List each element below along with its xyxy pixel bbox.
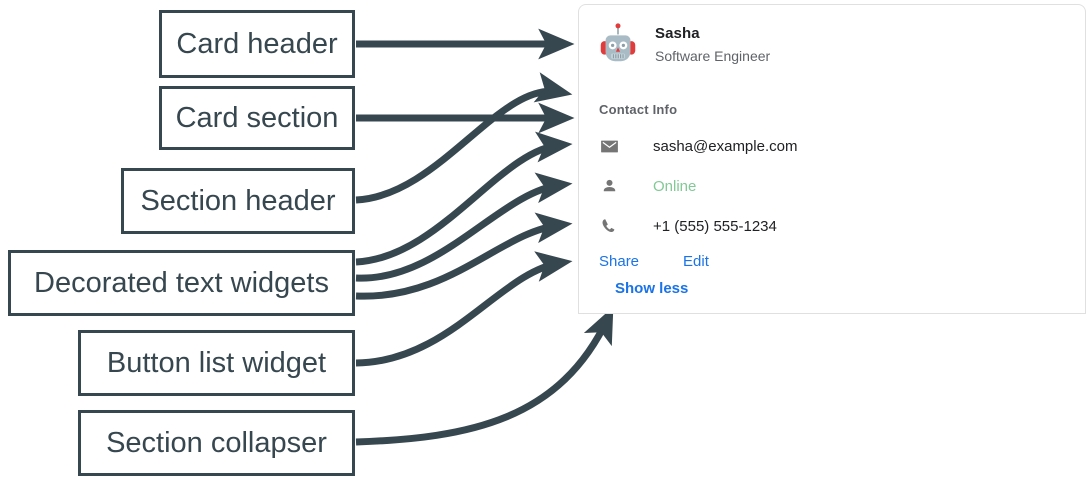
callout-button-list-widget: Button list widget	[78, 330, 355, 396]
callout-decorated-text-widgets-label: Decorated text widgets	[34, 266, 329, 299]
decorated-text-widget-phone: +1 (555) 555-1234	[579, 213, 1085, 239]
card-header: Sasha Software Engineer	[578, 4, 1086, 84]
arrow-widget-status	[355, 172, 573, 282]
callout-button-list-widget-label: Button list widget	[106, 346, 327, 379]
arrow-button-list	[355, 251, 573, 367]
share-button[interactable]: Share	[599, 253, 640, 270]
callout-section-header: Section header	[121, 168, 355, 234]
callout-section-collapser-label: Section collapser	[106, 426, 327, 459]
email-icon	[599, 137, 619, 156]
card-header-subtitle: Software Engineer	[655, 48, 771, 64]
profile-card: Sasha Software Engineer Contact Info sas…	[578, 4, 1086, 314]
section-collapser-button[interactable]: Show less	[615, 280, 689, 297]
button-list-widget: Share Edit	[579, 253, 1085, 270]
callout-section-header-label: Section header	[140, 184, 336, 217]
arrow-section-header	[355, 72, 573, 204]
edit-button[interactable]: Edit	[683, 253, 709, 270]
card-header-text: Sasha Software Engineer	[655, 25, 770, 64]
callout-card-header: Card header	[159, 10, 355, 78]
phone-icon	[599, 217, 619, 236]
person-icon	[599, 177, 619, 196]
callout-card-section: Card section	[159, 86, 355, 150]
decorated-text-widget-email: sasha@example.com	[579, 133, 1085, 159]
card-header-title: Sasha	[655, 25, 700, 42]
callout-decorated-text-widgets: Decorated text widgets	[8, 250, 355, 316]
arrow-section-collapser	[355, 306, 614, 446]
arrow-widget-phone	[355, 212, 573, 300]
callout-section-collapser: Section collapser	[78, 410, 355, 476]
card-section: Contact Info sasha@example.com Online	[578, 84, 1086, 314]
widget-text-status: Online	[653, 177, 697, 195]
widget-text-email: sasha@example.com	[653, 137, 798, 155]
decorated-text-widget-status: Online	[579, 173, 1085, 199]
callout-card-header-label: Card header	[176, 27, 338, 60]
callout-card-section-label: Card section	[175, 101, 339, 134]
arrow-widget-email	[355, 131, 573, 266]
robot-avatar-icon	[595, 22, 641, 68]
section-header: Contact Info	[599, 102, 678, 117]
widget-text-phone: +1 (555) 555-1234	[653, 217, 777, 235]
